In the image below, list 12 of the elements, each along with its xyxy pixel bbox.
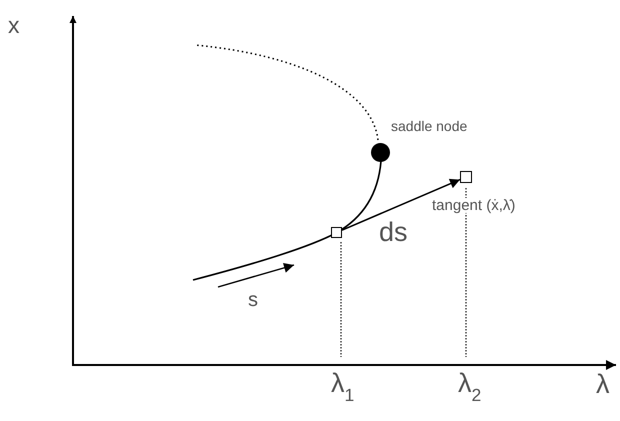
tick-label: λ$_{1}$ [331, 370, 354, 404]
arc-length-label: s [248, 290, 258, 310]
tangent-label: tangent (ẋ,λ̇) [432, 198, 516, 213]
saddle-node-point [371, 143, 390, 162]
tangent-arrow [342, 178, 460, 231]
point-marker [460, 171, 472, 183]
axis-label: λ [596, 371, 610, 398]
node-caption: saddle node [391, 119, 468, 133]
point-marker [331, 227, 342, 238]
axis-label: x [8, 14, 20, 37]
tick-label: λ$_{2}$ [458, 370, 482, 404]
edge-label: ds [379, 218, 408, 246]
